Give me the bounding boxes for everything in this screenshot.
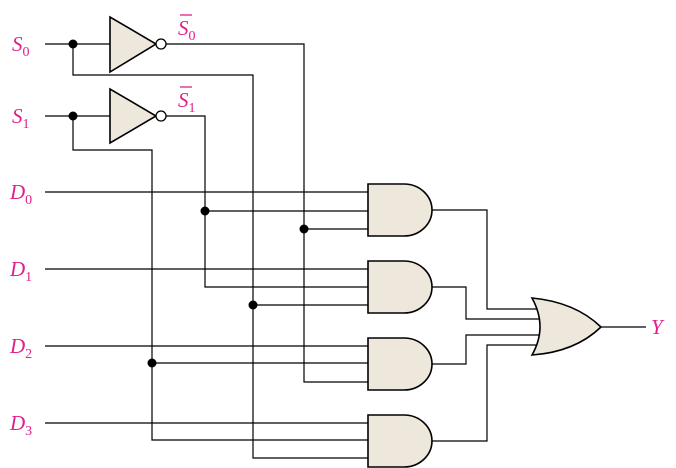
- wire-and3-or: [432, 344, 540, 442]
- junction-dot: [248, 300, 258, 310]
- svg-text:S1: S1: [178, 88, 196, 116]
- wire-s0-branch: [72, 44, 368, 459]
- junction-dot: [299, 224, 309, 234]
- wire-and0-or: [432, 209, 540, 310]
- not-gate-s0: [109, 15, 167, 74]
- and-gate-2: [367, 337, 433, 391]
- label-d0: D0: [9, 180, 32, 208]
- label-y: Y: [651, 315, 665, 339]
- junction-dot: [147, 358, 157, 368]
- not-gate-s1: [109, 87, 167, 145]
- wire-s1bar: [166, 115, 368, 288]
- and-gate-0: [367, 183, 433, 237]
- junction-dot: [68, 39, 78, 49]
- wire-and1-or: [432, 286, 540, 320]
- label-s1: S1: [12, 104, 30, 132]
- and-gate-3: [367, 414, 433, 468]
- wire-s1-branch: [72, 116, 368, 441]
- wires: [45, 43, 646, 459]
- label-d3: D3: [9, 411, 32, 439]
- or-gate: [530, 297, 603, 356]
- wire-and2-or: [432, 334, 540, 365]
- junctions: [68, 39, 309, 368]
- junction-dot: [200, 206, 210, 216]
- junction-dot: [68, 111, 78, 121]
- label-s1-bar: S1: [178, 86, 196, 116]
- label-s0: S0: [12, 32, 30, 60]
- label-s0-bar: S0: [178, 14, 196, 44]
- wire-s0bar: [166, 43, 368, 383]
- label-d1: D1: [9, 257, 32, 285]
- label-d2: D2: [9, 334, 32, 362]
- svg-text:S0: S0: [178, 16, 196, 44]
- and-gate-1: [367, 260, 433, 314]
